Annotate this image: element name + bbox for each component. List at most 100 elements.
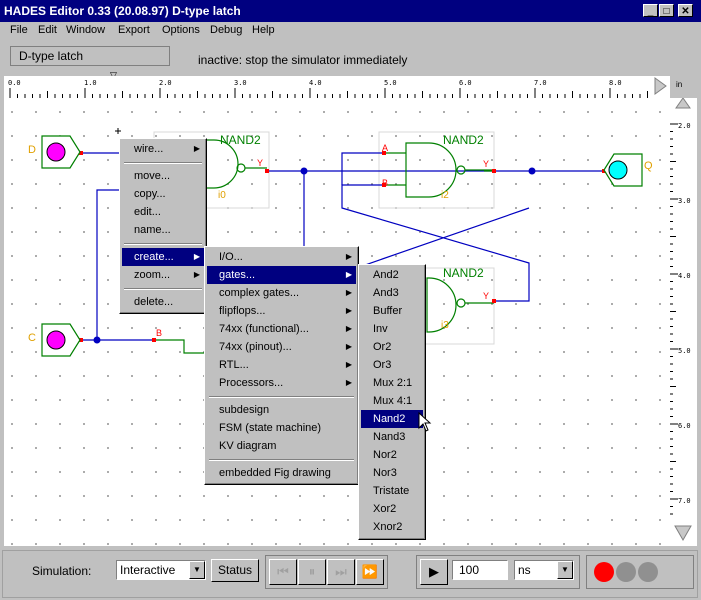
pause-icon[interactable]: ⏸	[298, 559, 326, 585]
menu-74xx-functional[interactable]: 74xx (functional)...▶	[207, 320, 356, 338]
menu-delete[interactable]: delete...	[134, 296, 174, 308]
pin-label: A	[382, 143, 389, 153]
gate-item[interactable]: Inv	[373, 323, 388, 335]
submenu-arrow-icon: ▶	[193, 252, 200, 261]
menu-export[interactable]: Export	[118, 24, 150, 36]
menu-embedded-fig[interactable]: embedded Fig drawing	[219, 467, 331, 479]
menu-edit-item[interactable]: edit...	[134, 206, 161, 218]
submenu-arrow-icon: ▶	[345, 360, 352, 369]
sim-stop-indicator[interactable]	[594, 562, 614, 582]
mouse-pointer-icon	[418, 412, 432, 432]
gate-item[interactable]: Mux 2:1	[373, 377, 413, 389]
horizontal-ruler-ticks	[9, 77, 667, 98]
menu-kv-diagram[interactable]: KV diagram	[219, 440, 277, 452]
design-name-field[interactable]: D-type latch	[10, 46, 170, 66]
rewind-icon[interactable]: ⏮	[269, 559, 297, 585]
ruler-label: 4.0	[678, 272, 691, 280]
menu-file[interactable]: File	[10, 24, 28, 36]
menu-io[interactable]: I/O...▶	[207, 248, 356, 266]
menu-subdesign[interactable]: subdesign	[219, 404, 270, 416]
ruler-label: 3.0	[234, 79, 247, 87]
menu-help[interactable]: Help	[252, 24, 275, 36]
maximize-button[interactable]: □	[659, 4, 674, 17]
ruler-label: 4.0	[309, 79, 322, 87]
title-bar[interactable]: HADES Editor 0.33 (20.08.97) D-type latc…	[0, 0, 701, 22]
vertical-ruler-ticks	[670, 98, 692, 542]
horizontal-ruler[interactable]: 0.0 1.0 2.0 3.0 4.0 5.0 6.0 7.0 8.0	[4, 76, 670, 99]
menu-options[interactable]: Options	[162, 24, 200, 36]
menu-complex-gates[interactable]: complex gates...▶	[207, 284, 356, 302]
close-button[interactable]: ✕	[678, 4, 693, 17]
gate-item[interactable]: Nor3	[373, 467, 397, 479]
minimize-button[interactable]: _	[643, 4, 658, 17]
gate-item[interactable]: And3	[373, 287, 399, 299]
menu-rtl[interactable]: RTL...▶	[207, 356, 356, 374]
sim-idle-indicator[interactable]	[638, 562, 658, 582]
sim-idle-indicator[interactable]	[616, 562, 636, 582]
chevron-down-icon[interactable]: ▼	[557, 561, 573, 579]
time-unit-select[interactable]: ns ▼	[514, 560, 574, 580]
window-title: HADES Editor 0.33 (20.08.97) D-type latc…	[4, 4, 241, 18]
nand-gate-i0[interactable]	[193, 139, 267, 189]
menu-fsm[interactable]: FSM (state machine)	[219, 422, 322, 434]
menu-wire[interactable]: wire...▶	[122, 140, 204, 158]
ruler-label: 6.0	[459, 79, 472, 87]
gate-item-selected[interactable]: Nand2	[361, 410, 423, 428]
submenu-arrow-icon: ▶	[345, 252, 352, 261]
menu-gates[interactable]: gates...▶	[207, 266, 356, 284]
gate-item[interactable]: Mux 4:1	[373, 395, 413, 407]
fast-forward-icon[interactable]: ⏩	[356, 559, 384, 585]
ruler-label: 2.0	[678, 122, 691, 130]
ruler-scroll-down-icon[interactable]	[674, 525, 692, 542]
gate-item[interactable]: Or2	[373, 341, 392, 353]
gate-item[interactable]: Nand3	[373, 431, 406, 443]
menu-name[interactable]: name...	[134, 224, 171, 236]
create-submenu: I/O...▶ gates...▶ complex gates...▶ flip…	[204, 246, 359, 485]
nand-gate-i3[interactable]	[426, 277, 494, 333]
submenu-arrow-icon: ▶	[345, 288, 352, 297]
run-time-input[interactable]: 100	[452, 560, 508, 580]
collapse-chevron-icon[interactable]: ▽	[110, 70, 117, 80]
submenu-arrow-icon: ▶	[345, 306, 352, 315]
input-switch-c[interactable]	[41, 323, 81, 357]
chevron-down-icon[interactable]: ▼	[189, 561, 205, 579]
menu-74xx-pinout[interactable]: 74xx (pinout)...▶	[207, 338, 356, 356]
output-label-q: Q	[644, 160, 653, 172]
ruler-scroll-up-icon[interactable]	[675, 98, 691, 109]
menu-move[interactable]: move...	[134, 170, 171, 182]
pin-label: Y	[483, 159, 490, 169]
nand-gate-i2[interactable]	[384, 142, 494, 198]
menu-debug[interactable]: Debug	[210, 24, 243, 36]
gate-type-label: NAND2	[443, 133, 484, 147]
menu-create[interactable]: create...▶	[122, 248, 204, 266]
schematic-drawing	[41, 128, 643, 357]
step-icon[interactable]: ⏭	[327, 559, 355, 585]
gate-item[interactable]: Or3	[373, 359, 392, 371]
menu-edit[interactable]: Edit	[38, 24, 57, 36]
gate-item[interactable]: Tristate	[373, 485, 410, 497]
pin-label: Y	[483, 291, 490, 301]
pin-label: Y	[257, 158, 264, 168]
output-led-q[interactable]	[603, 153, 643, 187]
input-label-c: C	[28, 332, 36, 344]
menu-window[interactable]: Window	[66, 24, 106, 36]
menu-zoom[interactable]: zoom...▶	[122, 266, 204, 284]
menu-processors[interactable]: Processors...▶	[207, 374, 356, 392]
vertical-ruler[interactable]: 2.0 3.0 4.0 5.0 6.0 7.0	[670, 98, 697, 546]
ruler-label: 6.0	[678, 422, 691, 430]
ruler-scroll-right-icon[interactable]	[654, 77, 667, 95]
gate-item[interactable]: Buffer	[373, 305, 403, 317]
gate-item[interactable]: Xor2	[373, 503, 397, 515]
menu-copy[interactable]: copy...	[134, 188, 166, 200]
input-switch-d[interactable]	[41, 135, 81, 169]
run-time-value: 100	[459, 563, 480, 577]
gate-item[interactable]: Nor2	[373, 449, 397, 461]
context-menu: wire...▶ move... copy... edit... name...…	[119, 138, 207, 314]
run-icon[interactable]: ▶	[420, 559, 448, 585]
simulation-mode-select[interactable]: Interactive ▼	[116, 560, 206, 580]
menu-flipflops[interactable]: flipflops...▶	[207, 302, 356, 320]
gate-item[interactable]: Xnor2	[373, 521, 403, 533]
status-button[interactable]: Status	[211, 559, 259, 582]
submenu-arrow-icon: ▶	[345, 270, 352, 279]
gate-item[interactable]: And2	[373, 269, 399, 281]
